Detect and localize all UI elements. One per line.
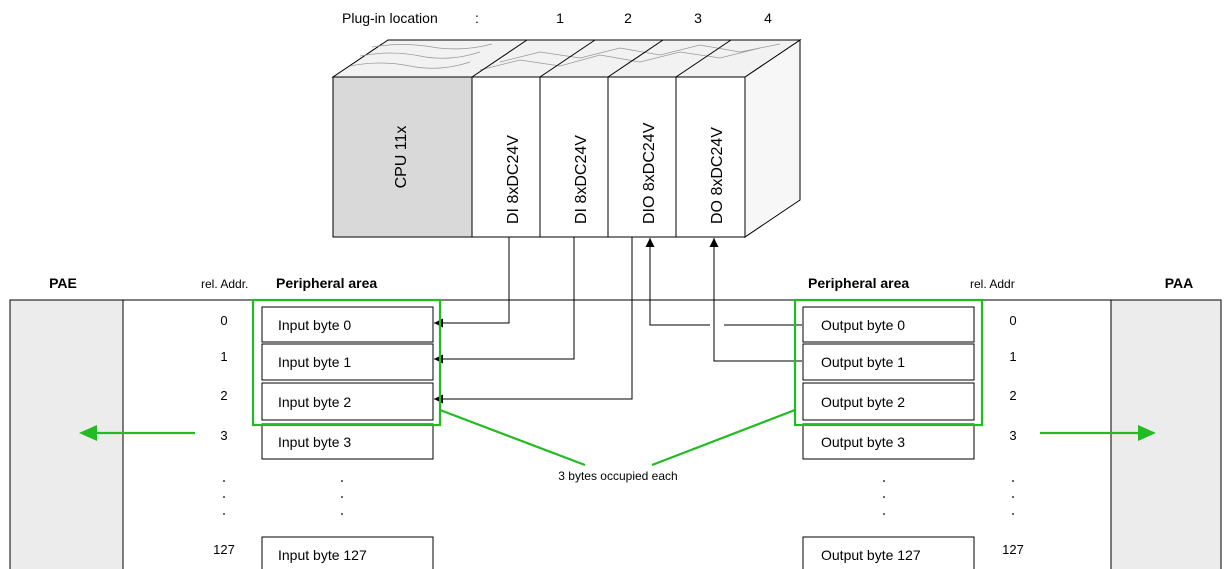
plug-in-location-separator: : bbox=[475, 10, 479, 26]
output-byte-label-3: Output byte 3 bbox=[821, 434, 905, 450]
left-address-3: 3 bbox=[220, 428, 227, 443]
output-byte-label-127: Output byte 127 bbox=[821, 547, 921, 563]
output-byte-box-3 bbox=[802, 423, 975, 460]
wire-dio-to-input-byte-2 bbox=[434, 237, 633, 404]
rack-top-face bbox=[331, 39, 802, 78]
output-byte-box-127 bbox=[802, 536, 975, 569]
module-label-1: DI 8xDC24V bbox=[505, 135, 522, 224]
left-peripheral-area-label: Peripheral area bbox=[276, 275, 377, 291]
right-rel-addr-label: rel. Addr bbox=[970, 277, 1015, 291]
slot-number-2: 2 bbox=[624, 10, 632, 26]
module-slot-1 bbox=[471, 76, 541, 238]
plug-in-location-label: Plug-in location bbox=[342, 10, 438, 26]
left-address-127: 127 bbox=[213, 542, 235, 557]
output-bytes: Output byte 0 Output byte 1 Output byte … bbox=[802, 306, 975, 569]
slot-number-1: 1 bbox=[556, 10, 564, 26]
left-address-1: 1 bbox=[220, 349, 227, 364]
occupied-annotation: 3 bytes occupied each bbox=[558, 469, 677, 483]
slot-number-3: 3 bbox=[694, 10, 702, 26]
module-slot-2 bbox=[539, 76, 609, 238]
input-occupied-highlight bbox=[251, 298, 442, 427]
module-rack: CPU 11x DI 8xDC24V DI 8xDC24V DIO 8xDC24… bbox=[331, 39, 802, 238]
pae-title: PAE bbox=[49, 275, 77, 291]
right-address-0: 0 bbox=[1009, 313, 1016, 328]
input-byte-label-1: Input byte 1 bbox=[278, 354, 351, 370]
paa-memory-strip bbox=[1110, 299, 1222, 569]
right-address-3: 3 bbox=[1009, 428, 1016, 443]
input-byte-box-1 bbox=[261, 343, 434, 381]
input-byte-label-2: Input byte 2 bbox=[278, 394, 351, 410]
module-slot-3 bbox=[607, 76, 677, 238]
output-byte-label-1: Output byte 1 bbox=[821, 354, 905, 370]
input-byte-box-127 bbox=[261, 536, 434, 569]
left-addresses: 0 1 2 3 127 bbox=[213, 313, 235, 557]
left-rel-addr-label: rel. Addr. bbox=[201, 277, 248, 291]
module-label-4: DO 8xDC24V bbox=[709, 127, 726, 224]
input-byte-label-0: Input byte 0 bbox=[278, 317, 351, 333]
plug-in-header: Plug-in location : 1 2 3 4 bbox=[342, 10, 772, 26]
input-byte-box-3 bbox=[261, 423, 434, 460]
left-address-0: 0 bbox=[220, 313, 227, 328]
wire-output-byte-1-to-do bbox=[709, 238, 802, 362]
pae-memory-strip bbox=[9, 299, 124, 569]
input-byte-box-0 bbox=[261, 306, 434, 343]
highlight-group bbox=[94, 298, 1141, 467]
cpu-label: CPU 11x bbox=[393, 126, 410, 189]
right-address-127: 127 bbox=[1002, 542, 1024, 557]
output-byte-label-2: Output byte 2 bbox=[821, 394, 905, 410]
input-byte-box-2 bbox=[261, 382, 434, 421]
right-address-2: 2 bbox=[1009, 388, 1016, 403]
right-peripheral-area-label: Peripheral area bbox=[808, 275, 909, 291]
slot-number-4: 4 bbox=[764, 10, 772, 26]
right-addresses: 0 1 2 3 127 bbox=[1002, 313, 1024, 557]
output-occupied-highlight bbox=[793, 298, 984, 427]
output-byte-label-0: Output byte 0 bbox=[821, 317, 905, 333]
wire-di2-to-input-byte-1 bbox=[434, 237, 575, 364]
module-label-2: DI 8xDC24V bbox=[573, 135, 590, 224]
input-wiring bbox=[434, 237, 633, 404]
input-byte-label-127: Input byte 127 bbox=[278, 547, 367, 563]
module-slot-4 bbox=[675, 76, 746, 238]
right-address-1: 1 bbox=[1009, 349, 1016, 364]
paa-direction-arrow-icon bbox=[1138, 425, 1156, 441]
output-byte-box-0 bbox=[802, 306, 975, 343]
input-bytes: Input byte 0 Input byte 1 Input byte 2 I… bbox=[261, 306, 434, 569]
left-address-2: 2 bbox=[220, 388, 227, 403]
wire-di1-to-input-byte-0 bbox=[434, 237, 510, 328]
paa-title: PAA bbox=[1165, 275, 1194, 291]
wire-output-byte-0-to-dio-arrow bbox=[645, 238, 710, 326]
input-byte-label-3: Input byte 3 bbox=[278, 434, 351, 450]
output-byte-box-2 bbox=[802, 382, 975, 421]
output-byte-box-1 bbox=[802, 343, 975, 381]
module-label-3: DIO 8xDC24V bbox=[641, 122, 658, 224]
output-wiring bbox=[645, 238, 802, 362]
pae-direction-arrow-icon bbox=[79, 425, 97, 441]
